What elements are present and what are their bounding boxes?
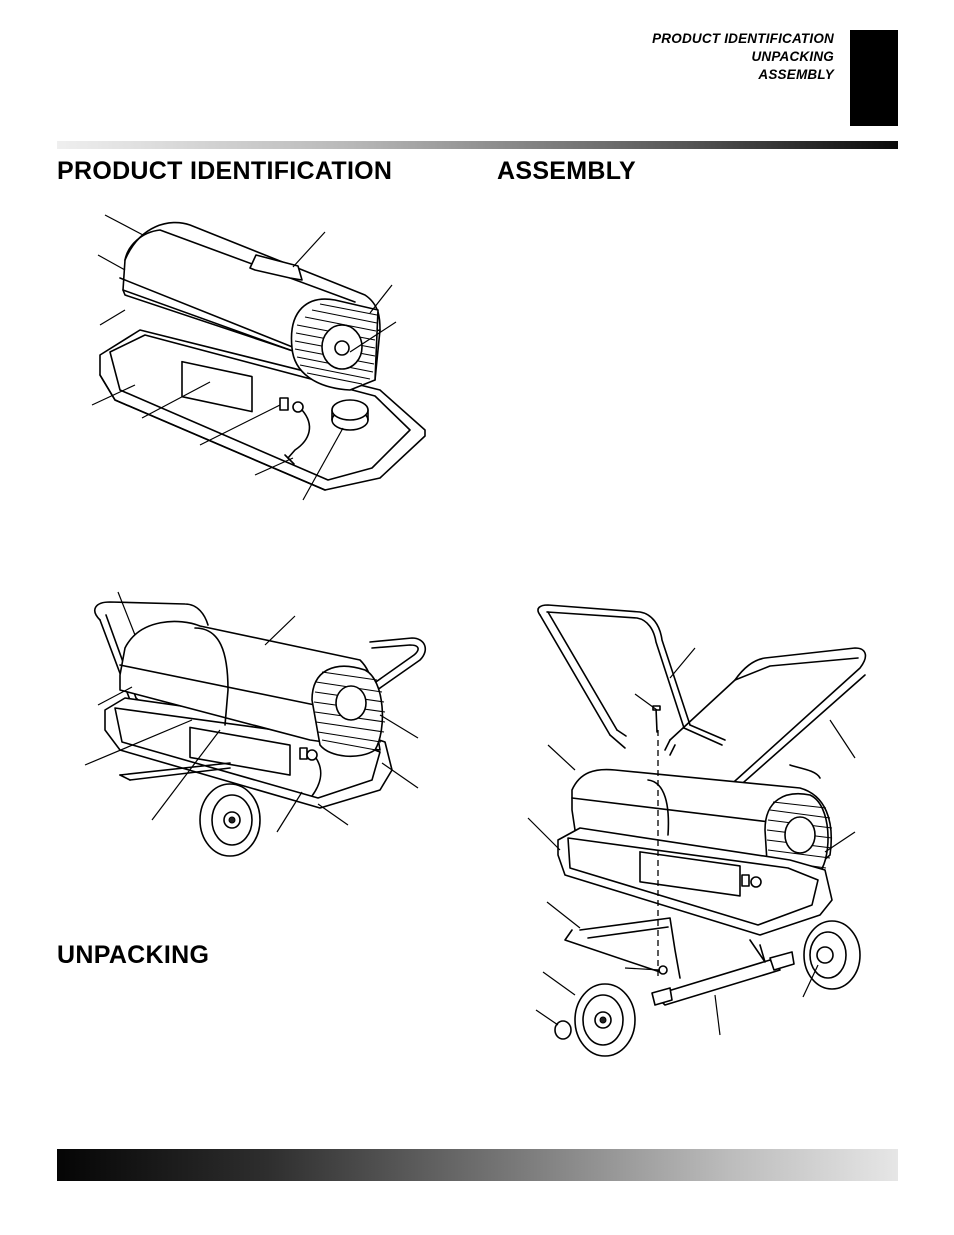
section-tab-marker [850, 30, 898, 126]
top-gradient-rule [57, 141, 898, 149]
header-nav-product-identification: PRODUCT IDENTIFICATION [652, 31, 834, 46]
bottom-gradient-rule [57, 1149, 898, 1181]
header-nav-unpacking: UNPACKING [751, 49, 834, 64]
unpacking-heading: UNPACKING [57, 941, 210, 969]
product-identification-heading: PRODUCT IDENTIFICATION [57, 157, 393, 185]
header-nav-assembly: ASSEMBLY [758, 67, 834, 82]
assembly-heading: ASSEMBLY [497, 157, 637, 185]
heater-figure-wheel-kit [80, 580, 440, 870]
heater-figure-standard [80, 200, 440, 520]
assembly-exploded-view [520, 600, 900, 1080]
header-section-nav: PRODUCT IDENTIFICATION UNPACKING ASSEMBL… [652, 30, 834, 84]
